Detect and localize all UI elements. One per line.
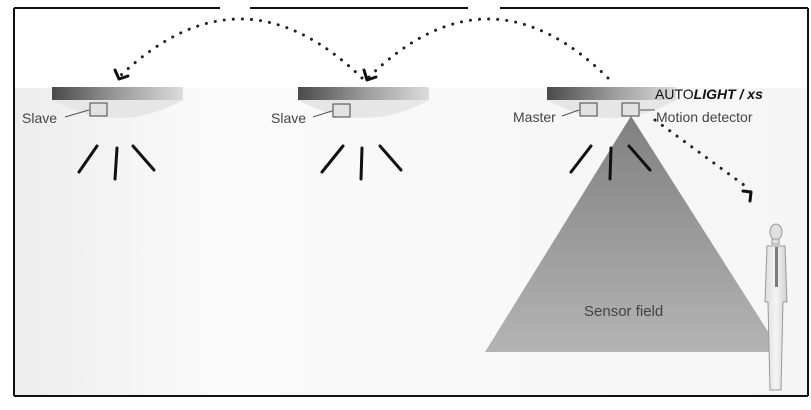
slave-label-2: Slave xyxy=(271,110,307,126)
light-rays xyxy=(77,144,156,181)
light-fixture-master xyxy=(547,87,676,181)
person-figure xyxy=(764,223,788,391)
arrowheads xyxy=(113,68,753,203)
brand-logo-text: AUTOLIGHT / xs xyxy=(655,86,763,102)
brand-prefix: AUTO xyxy=(655,86,694,102)
sensor-field-label: Sensor field xyxy=(584,303,664,320)
arrowhead-person xyxy=(741,189,753,203)
diagram-frame xyxy=(13,7,809,397)
light-fixture-slave-2 xyxy=(298,87,429,181)
arrowhead-slave-1 xyxy=(113,68,130,81)
light-fixture-slave-1 xyxy=(52,87,183,181)
brand-emphasis: LIGHT / xs xyxy=(693,86,763,102)
master-label: Master xyxy=(513,109,556,125)
arrowhead-slave-2 xyxy=(362,68,378,82)
motion-detector-box xyxy=(621,102,640,117)
signal-line-person-detection xyxy=(653,118,750,190)
signal-arc-slave2-to-slave1 xyxy=(116,17,364,80)
signal-arc-master-to-slave2 xyxy=(366,17,610,80)
slave-sensor-box xyxy=(89,102,108,117)
light-rays xyxy=(320,144,403,181)
motion-detector-label: Motion detector xyxy=(656,109,753,125)
signal-arcs xyxy=(116,17,750,190)
slave-label-1: Slave xyxy=(22,110,58,126)
slave-sensor-box xyxy=(332,103,351,118)
sensor-field-cone xyxy=(485,116,781,352)
light-rays xyxy=(569,144,652,181)
master-sensor-box xyxy=(579,102,598,117)
